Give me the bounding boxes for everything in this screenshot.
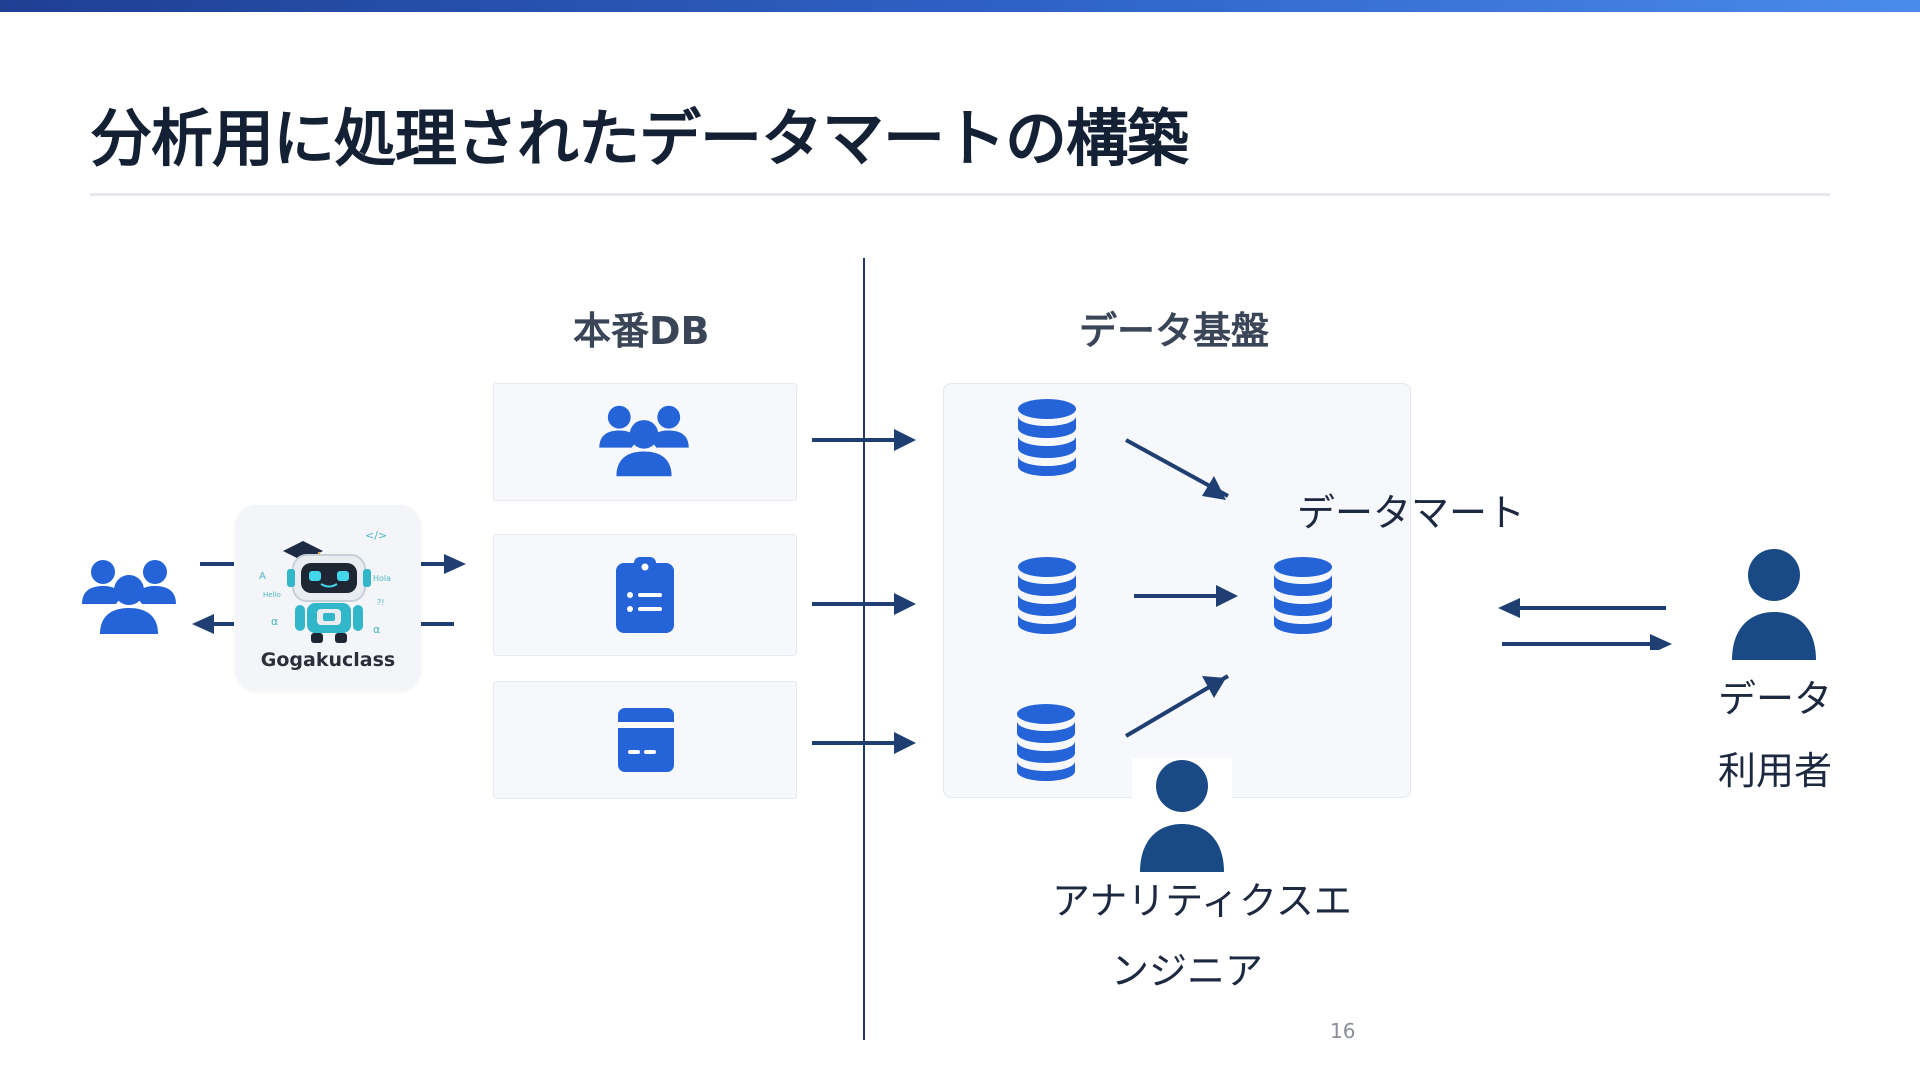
production-db-heading: 本番DB <box>573 309 710 353</box>
analytics-engineer-label-line1: アナリティクスエ <box>1052 879 1352 923</box>
person-icon <box>1132 758 1232 874</box>
data-mart-label: データマート <box>1297 491 1526 535</box>
analytics-engineer-label-line2: ンジニア <box>1110 949 1263 993</box>
robot-mascot-icon: </> A Hola Hello α α ?! <box>259 529 391 643</box>
credit-card-icon <box>618 708 674 772</box>
database-icon <box>1018 399 1076 476</box>
vertical-divider <box>863 258 865 1040</box>
title-divider <box>90 193 1830 196</box>
db-card-payment <box>493 681 797 799</box>
db-card-clipboard <box>493 534 797 656</box>
data-user-label-line1: データ <box>1717 677 1832 721</box>
data-platform-heading: データ基盤 <box>1079 309 1270 353</box>
data-mart-database-icon <box>1274 557 1332 634</box>
db-to-platform-arrows <box>812 429 916 754</box>
top-accent-bar <box>0 0 1920 12</box>
app-card[interactable]: </> A Hola Hello α α ?! Gogakuclass <box>235 505 421 691</box>
clipboard-list-icon <box>616 557 674 633</box>
to-data-mart-arrows <box>1124 438 1238 738</box>
svg-text:α: α <box>271 615 278 628</box>
database-icon <box>1018 557 1076 634</box>
svg-text:Hello: Hello <box>263 591 281 599</box>
slide-title: 分析用に処理されたデータマートの構築 <box>90 102 1189 175</box>
svg-text:A: A <box>259 571 266 582</box>
person-icon <box>1732 549 1816 660</box>
data-user-label-line2: 利用者 <box>1717 749 1832 793</box>
db-card-users <box>493 383 797 501</box>
page-number: 16 <box>1330 1019 1356 1043</box>
app-name: Gogakuclass <box>260 649 396 671</box>
users-group-icon <box>599 405 689 477</box>
svg-text:α: α <box>373 623 380 636</box>
bidirectional-arrows <box>1498 598 1672 650</box>
database-icon <box>1017 704 1075 781</box>
users-app-arrows <box>192 554 466 634</box>
users-group-icon <box>82 560 176 634</box>
svg-text:?!: ?! <box>377 598 384 607</box>
svg-text:Hola: Hola <box>373 574 391 583</box>
svg-text:</>: </> <box>365 529 387 542</box>
